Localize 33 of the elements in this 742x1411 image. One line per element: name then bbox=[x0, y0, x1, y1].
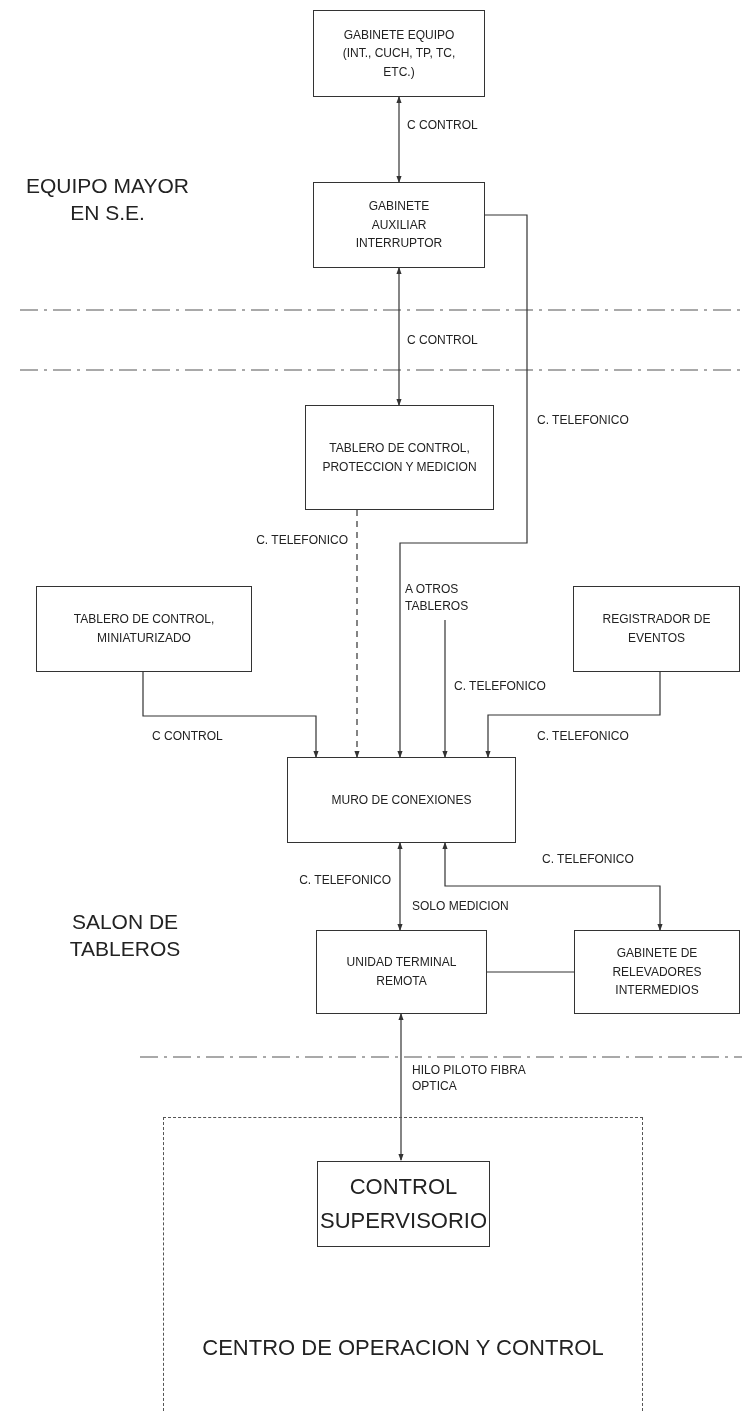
box-label: CONTROL SUPERVISORIO bbox=[319, 1172, 488, 1235]
equipment-box bbox=[317, 1161, 490, 1247]
box-label: REGISTRADOR DE EVENTOS bbox=[601, 611, 712, 647]
connector-arrow bbox=[398, 1013, 404, 1161]
box-label: GABINETE AUXILIAR INTERRUPTOR bbox=[354, 198, 444, 253]
box-label: MURO DE CONEXIONES bbox=[331, 791, 472, 809]
connector-arrow bbox=[442, 842, 663, 931]
box-label: UNIDAD TERMINAL REMOTA bbox=[345, 954, 458, 990]
connector-arrow bbox=[354, 509, 360, 758]
connector-arrow bbox=[396, 96, 402, 183]
equipment-box bbox=[287, 757, 516, 843]
connector-arrow bbox=[442, 619, 448, 758]
box-label: TABLERO DE CONTROL, PROTECCION Y MEDICION bbox=[321, 439, 478, 476]
box-label: GABINETE DE RELEVADORES INTERMEDIOS bbox=[611, 945, 703, 1000]
equipment-box bbox=[574, 930, 740, 1014]
connector-arrow bbox=[485, 671, 661, 758]
connector-arrow bbox=[396, 267, 402, 406]
equipment-box bbox=[313, 182, 485, 268]
equipment-box bbox=[313, 10, 485, 97]
equipment-box bbox=[36, 586, 252, 672]
connector-note: A OTROS TABLEROS bbox=[405, 578, 481, 618]
dashed-zone bbox=[163, 1117, 643, 1411]
equipment-box bbox=[305, 405, 494, 510]
connector-arrow bbox=[397, 214, 528, 758]
box-label: GABINETE EQUIPO (INT., CUCH, TP, TC, ETC.) bbox=[341, 26, 457, 81]
connector-arrow bbox=[142, 671, 319, 758]
equipment-box bbox=[316, 930, 487, 1014]
equipment-box bbox=[573, 586, 740, 672]
zone-name: EQUIPO MAYOR EN S.E. bbox=[25, 173, 190, 227]
connector-arrow bbox=[397, 842, 403, 931]
zone-name: SALON DE TABLEROS bbox=[68, 909, 182, 963]
zone-title: CENTRO DE OPERACION Y CONTROL bbox=[202, 1333, 604, 1362]
box-label: TABLERO DE CONTROL, MINIATURIZADO bbox=[72, 611, 216, 647]
